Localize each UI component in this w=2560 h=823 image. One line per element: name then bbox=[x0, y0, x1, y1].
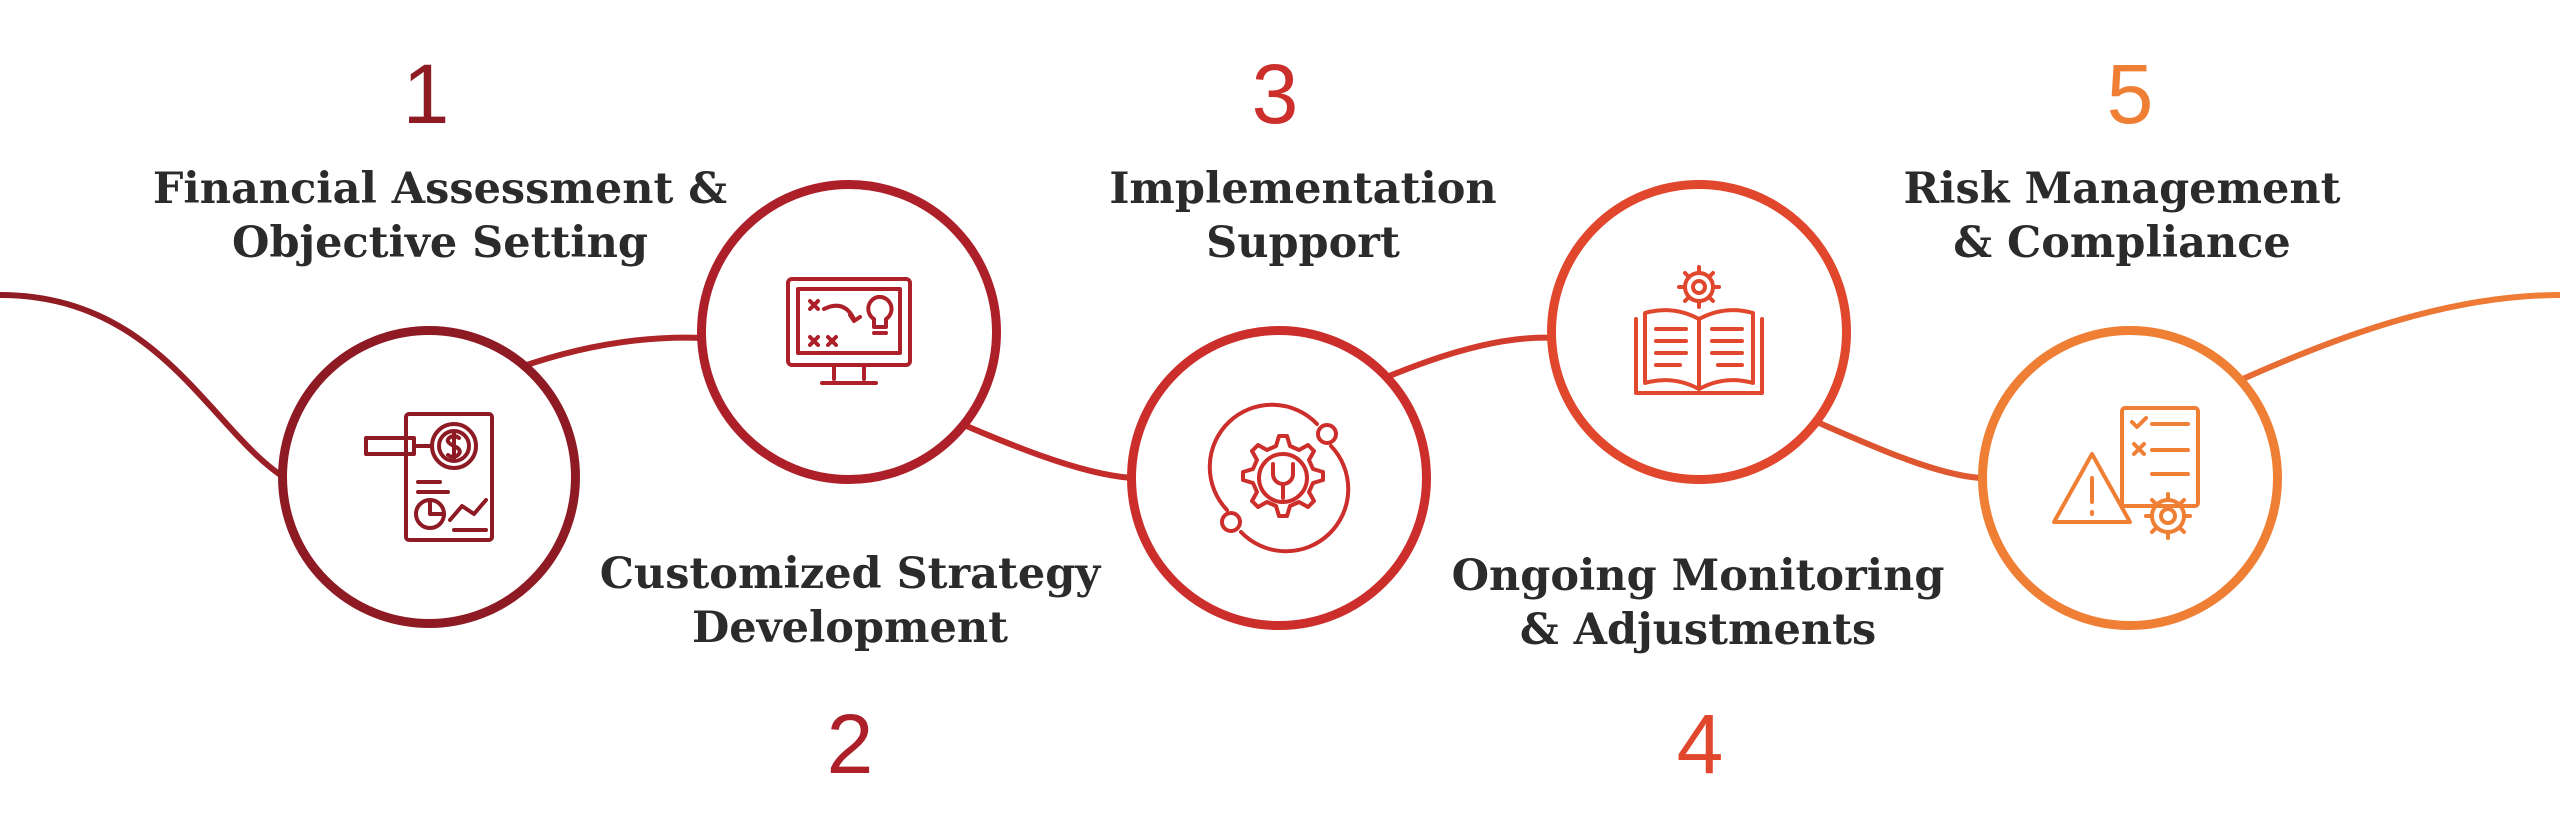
financial-report-icon bbox=[364, 412, 494, 542]
step-4-title-line1: Ongoing Monitoring bbox=[1451, 551, 1945, 601]
step-4-number: 4 bbox=[1676, 697, 1724, 791]
step-5-circle bbox=[1978, 326, 2282, 630]
step-5-title-line1: Risk Management bbox=[1903, 164, 2341, 214]
step-3-title-line1: Implementation bbox=[1109, 164, 1497, 214]
step-1-title-line2: Objective Setting bbox=[232, 218, 648, 268]
step-1-title: Financial Assessment & Objective Setting bbox=[120, 162, 760, 270]
step-1-circle bbox=[278, 326, 580, 628]
risk-checklist-icon bbox=[2052, 406, 2200, 540]
step-4-title-line2: & Adjustments bbox=[1519, 605, 1877, 655]
step-3-circle bbox=[1127, 326, 1431, 630]
step-3-title-line2: Support bbox=[1206, 218, 1400, 268]
strategy-monitor-icon bbox=[786, 277, 912, 385]
gear-wrench-icon bbox=[1207, 402, 1351, 554]
step-4-circle bbox=[1547, 180, 1851, 484]
book-gear-icon bbox=[1634, 265, 1764, 395]
step-2-title-line2: Development bbox=[691, 603, 1009, 653]
step-2-title-line1: Customized Strategy bbox=[599, 549, 1101, 599]
step-3-title: Implementation Support bbox=[983, 162, 1623, 270]
step-2-title: Customized Strategy Development bbox=[530, 547, 1170, 655]
step-4-title: Ongoing Monitoring & Adjustments bbox=[1378, 549, 2018, 657]
step-5-title-line2: & Compliance bbox=[1953, 218, 2291, 268]
step-3-number: 3 bbox=[1251, 47, 1299, 141]
step-1-title-line1: Financial Assessment & bbox=[152, 164, 728, 214]
step-5-title: Risk Management & Compliance bbox=[1802, 162, 2442, 270]
step-5-number: 5 bbox=[2106, 47, 2154, 141]
step-1-number: 1 bbox=[402, 47, 450, 141]
step-2-circle bbox=[697, 180, 1001, 484]
step-2-number: 2 bbox=[826, 697, 874, 791]
